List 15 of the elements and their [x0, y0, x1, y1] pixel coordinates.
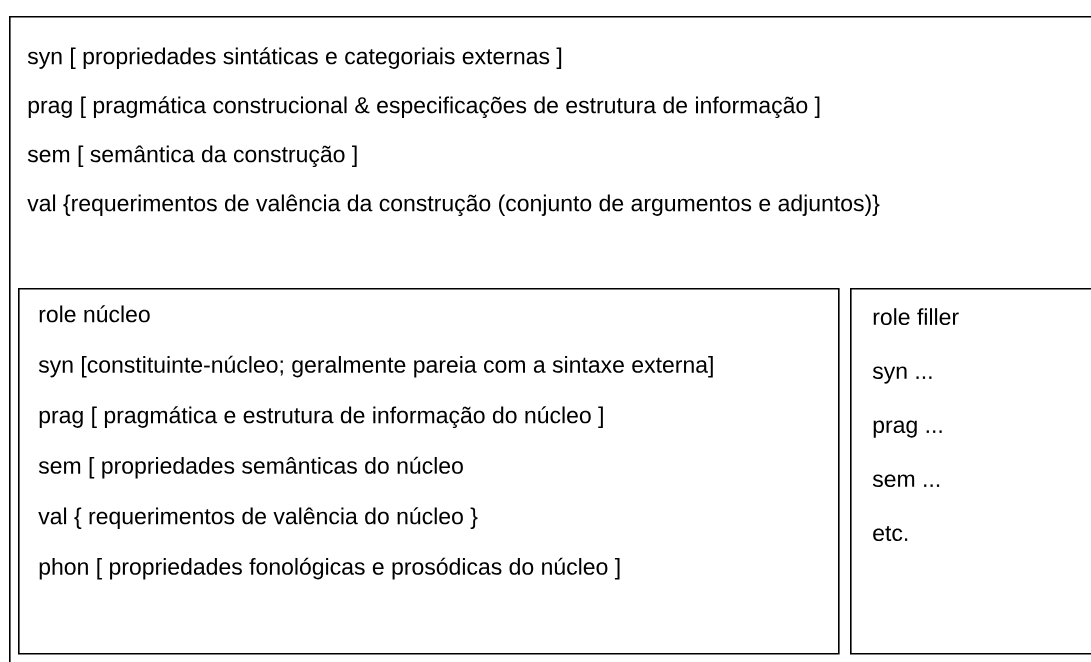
- text-line: syn [ propriedades sintáticas e categoriais externas ]: [27, 47, 562, 69]
- text-line: phon [ propriedades fonológicas e prosódicas do núcleo ]: [39, 557, 620, 580]
- text-line: prag ...: [873, 420, 942, 438]
- text-line: role filler: [873, 308, 959, 326]
- text-line: sem ...: [872, 474, 940, 488]
- text-line: etc.: [873, 526, 908, 542]
- text-line: val {requerimentos de valência da construção (conjunto de argumentos e adjuntos)}: [27, 194, 880, 216]
- text-line: prag [ pragmática e estrutura de informação do núcleo ]: [39, 406, 603, 428]
- text-line: syn [constituinte-núcleo; geralmente pareia com a sintaxe externa]: [38, 355, 713, 378]
- text-line: prag [ pragmática construcional & especificações de estrutura de informação ]: [28, 96, 820, 118]
- text-line: val { requerimentos de valência do núcleo }: [38, 507, 478, 529]
- text-line: sem [ semântica da construção ]: [27, 145, 357, 167]
- text-line: role núcleo: [39, 305, 150, 323]
- text-line: syn ...: [872, 366, 932, 384]
- text-line: sem [ propriedades semânticas do núcleo: [38, 456, 463, 479]
